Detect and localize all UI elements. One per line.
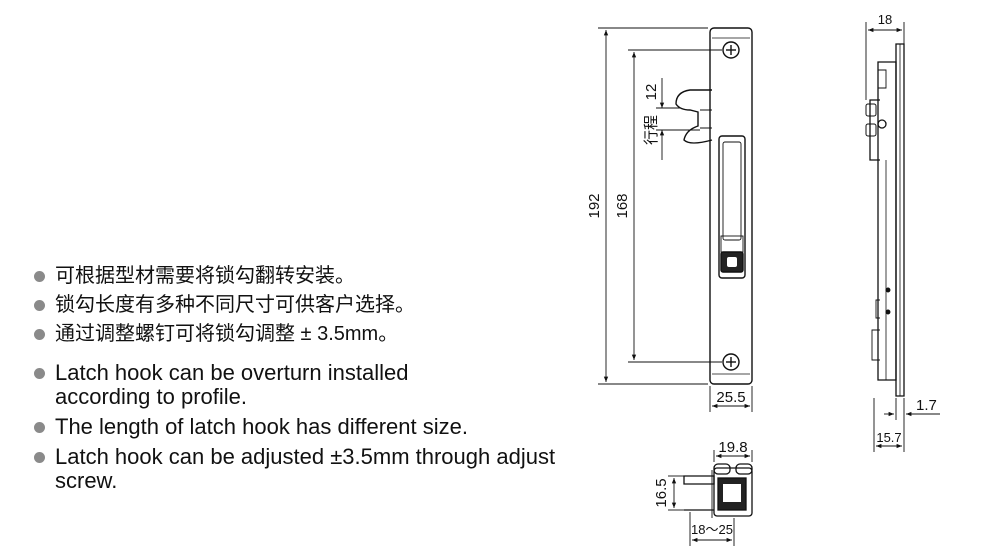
front-dimensions xyxy=(598,27,753,412)
dim-plate-width: 25.5 xyxy=(716,389,745,406)
note-zh-1: 可根据型材需要将锁勾翻转安装。 xyxy=(34,262,594,291)
top-screw-icon xyxy=(722,41,740,59)
dim-hole-pitch: 168 xyxy=(614,193,631,218)
latch-hook xyxy=(675,89,713,144)
bullet-icon xyxy=(34,422,45,433)
note-zh-3: 通过调整螺钉可将锁勾调整 ± 3.5mm。 xyxy=(34,320,594,349)
adjust-slot xyxy=(718,135,746,279)
front-view xyxy=(675,27,753,385)
dim-total-length: 192 xyxy=(586,193,603,218)
note-en-1: Latch hook can be overturn installed acc… xyxy=(34,361,594,409)
bullet-icon xyxy=(34,368,45,379)
dim-bottom-range: 18～25 xyxy=(691,522,733,537)
bottom-view xyxy=(683,463,753,518)
note-zh-2: 锁勾长度有多种不同尺寸可供客户选择。 xyxy=(34,291,594,320)
side-view xyxy=(865,43,905,397)
note-en-3: Latch hook can be adjusted ±3.5mm throug… xyxy=(34,445,594,493)
bullet-icon xyxy=(34,271,45,282)
side-dimensions xyxy=(865,22,940,452)
bullet-icon xyxy=(34,452,45,463)
dim-bottom-height: 16.5 xyxy=(653,478,670,507)
bottom-dimensions xyxy=(668,450,753,546)
dim-side-thickness: 1.7 xyxy=(916,397,937,414)
dim-side-base: 15.7 xyxy=(876,430,901,445)
dim-side-depth: 18 xyxy=(878,12,892,27)
dim-stroke-label: 行程 xyxy=(643,115,660,145)
bullet-icon xyxy=(34,300,45,311)
dim-bottom-width: 19.8 xyxy=(718,439,747,456)
bullet-icon xyxy=(34,329,45,340)
feature-notes: 可根据型材需要将锁勾翻转安装。 锁勾长度有多种不同尺寸可供客户选择。 通过调整螺… xyxy=(34,262,594,499)
bottom-screw-icon xyxy=(722,353,740,371)
latch-plate xyxy=(709,27,753,385)
dim-hook-height: 12 xyxy=(643,84,660,101)
note-en-2: The length of latch hook has different s… xyxy=(34,415,594,439)
